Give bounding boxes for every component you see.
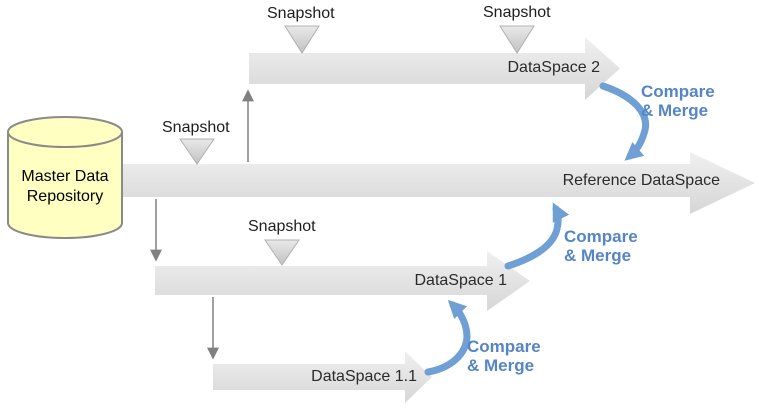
snapshot-label-dataspace-2-second: Snapshot [483, 4, 551, 21]
merge-arrow-dataspace-1-to-reference [504, 202, 570, 270]
snapshot-marker-dataspace-2-first [284, 25, 320, 54]
snapshot-label-reference: Snapshot [162, 119, 230, 136]
compare-merge-label-dataspace-1: Compare & Merge [564, 227, 638, 265]
snapshot-label-dataspace-2-first: Snapshot [267, 5, 335, 22]
dataspace-1-label: DataSpace 1 [414, 272, 507, 289]
repository-label-line1: Master Data [21, 168, 109, 185]
merge-arrow-dataspace-1-1-to-dataspace-1 [424, 299, 471, 376]
reference-dataspace-label: Reference DataSpace [562, 172, 720, 189]
compare-merge-line2: & Merge [564, 246, 632, 265]
snapshot-label-dataspace-1: Snapshot [248, 218, 316, 235]
snapshot-marker-reference [179, 138, 215, 165]
repository-label-line2: Repository [26, 188, 104, 205]
dataspace-1-1-timeline-arrow [213, 351, 432, 403]
database-cylinder-icon [7, 116, 123, 239]
dataspace-2-label: DataSpace 2 [507, 59, 600, 76]
dataspace-2-timeline-arrow [249, 37, 620, 100]
compare-merge-line1: Compare [641, 82, 715, 101]
snapshot-marker-dataspace-2-second [499, 25, 535, 54]
compare-merge-line1: Compare [564, 227, 638, 246]
compare-merge-line1: Compare [467, 337, 541, 356]
reference-dataspace-timeline-arrow [60, 152, 755, 214]
dataspace-1-1-label: DataSpace 1.1 [311, 368, 417, 385]
repository-label: Master Data Repository [8, 167, 122, 207]
dataspace-1-timeline-arrow [155, 251, 530, 311]
snapshot-marker-dataspace-1 [264, 239, 300, 266]
compare-merge-line2: & Merge [467, 356, 535, 375]
merge-arrow-dataspace-2-to-reference [599, 82, 650, 161]
compare-merge-label-dataspace-2: Compare & Merge [641, 82, 715, 120]
compare-merge-line2: & Merge [641, 101, 709, 120]
compare-merge-label-dataspace-1-1: Compare & Merge [467, 337, 541, 375]
